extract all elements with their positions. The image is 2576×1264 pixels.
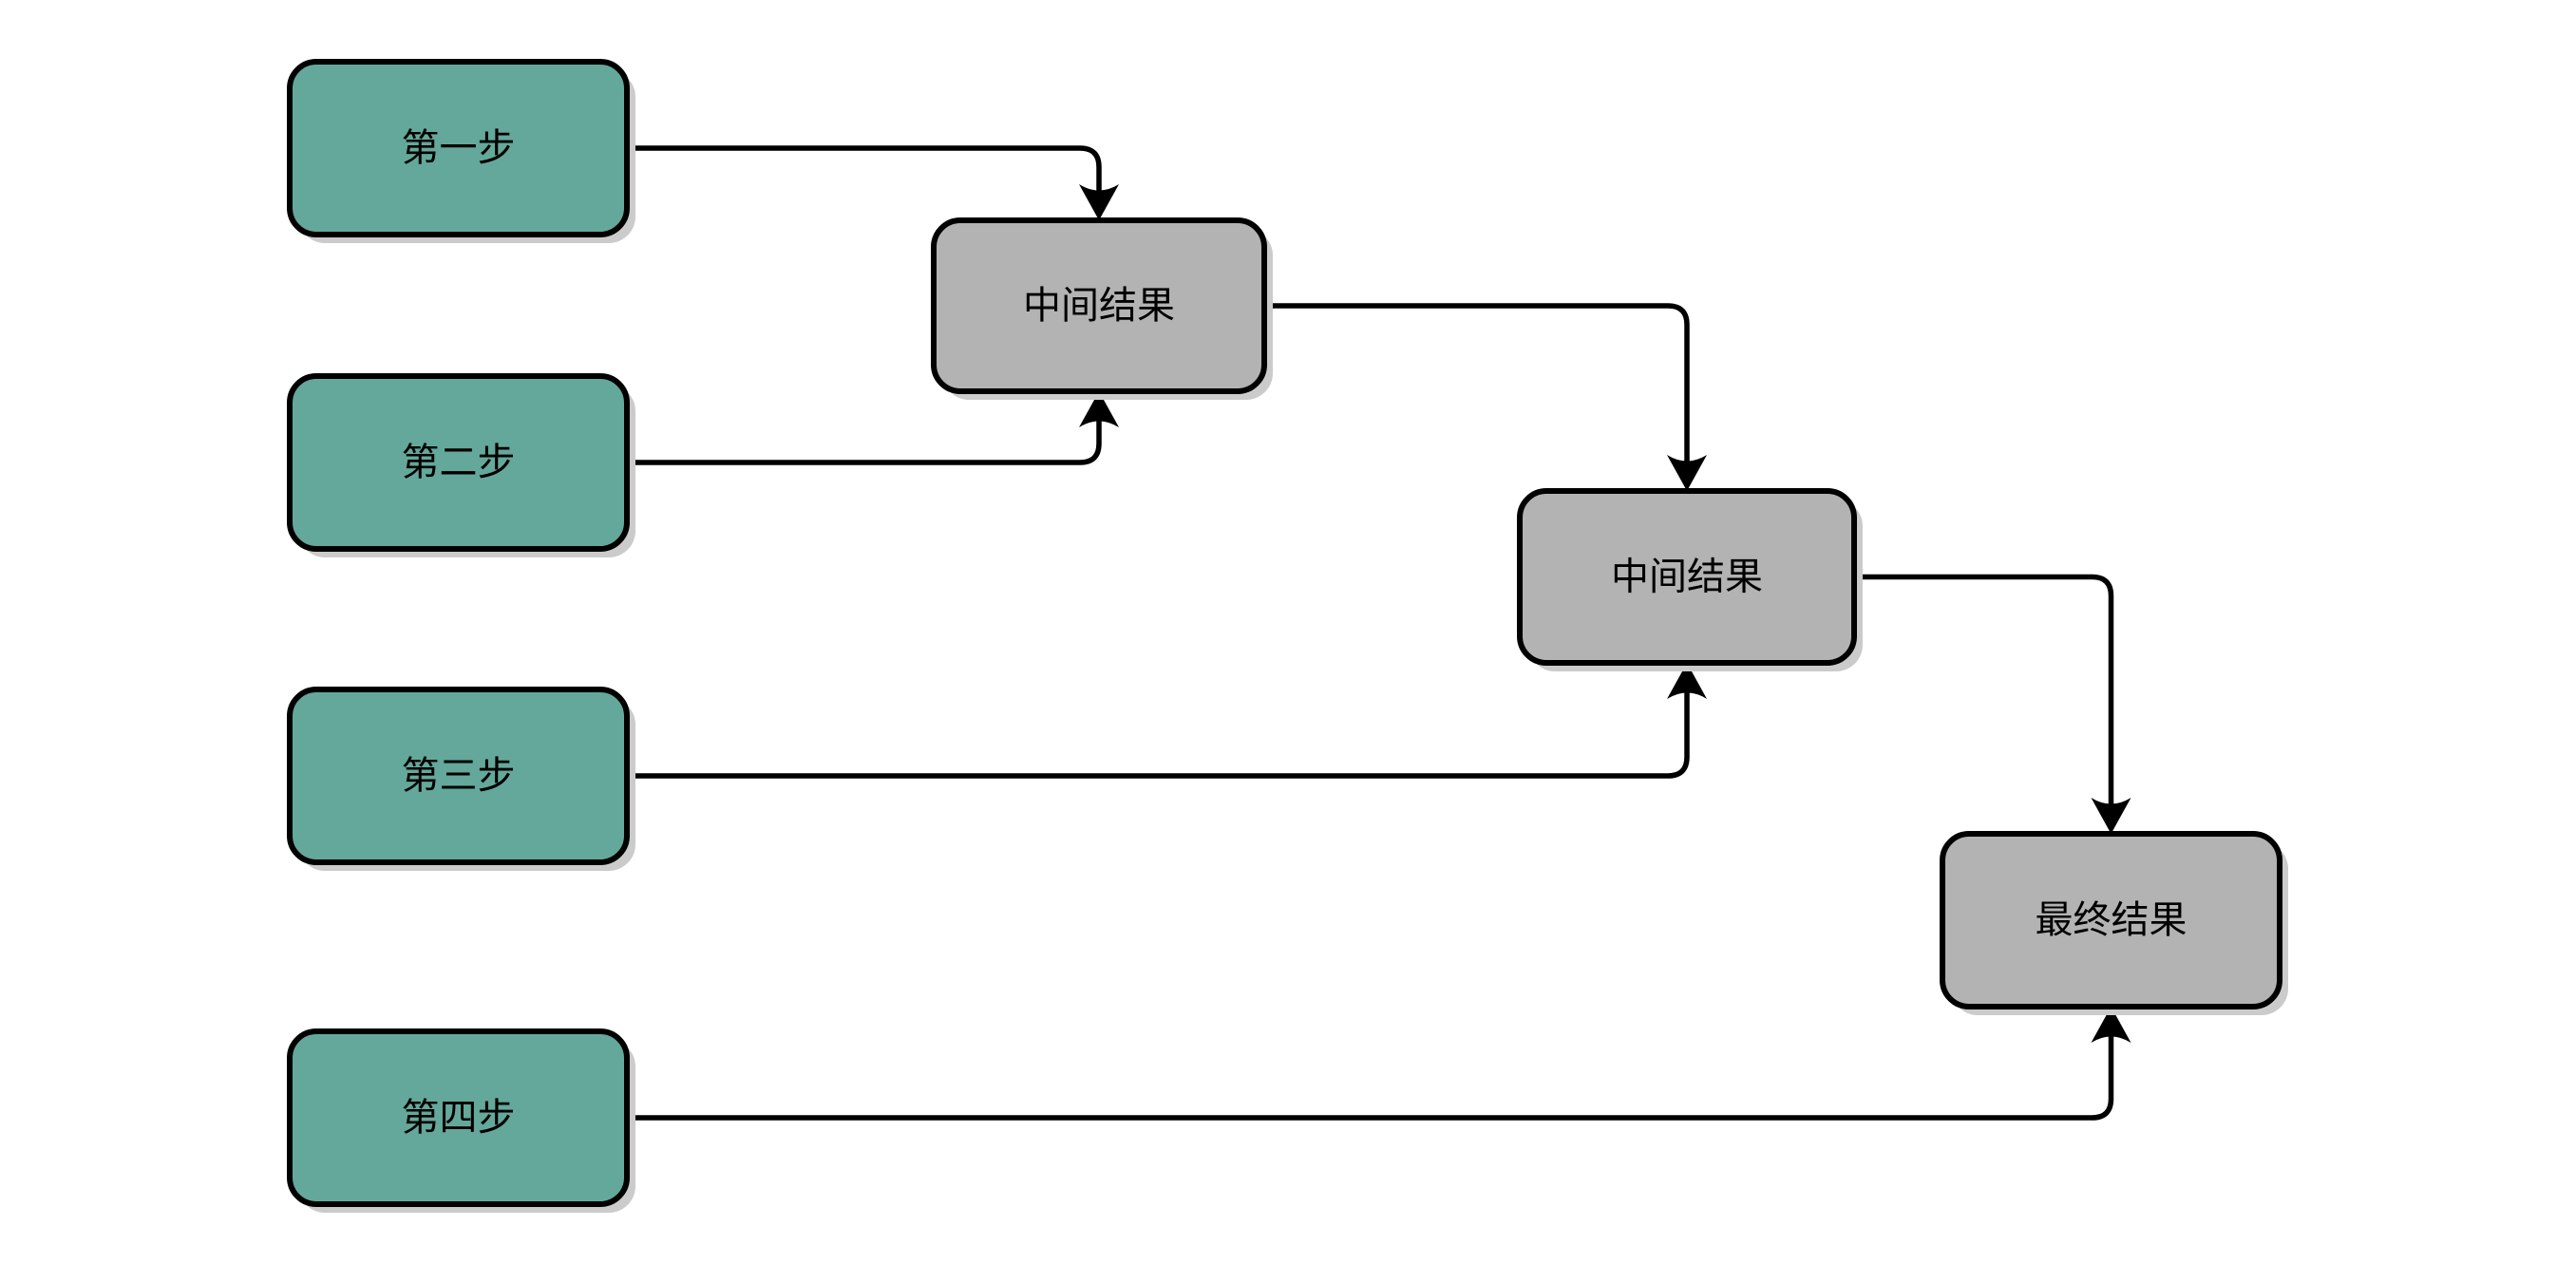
edge-step2-mid1 [627, 391, 1119, 465]
node-box [1940, 831, 2282, 1009]
edge-step4-final [627, 1007, 2131, 1121]
edge-arrowhead [2091, 1007, 2131, 1043]
node-box [931, 217, 1267, 394]
edge-mid2-final [1854, 574, 2131, 834]
edges-layer [627, 145, 2131, 1121]
edge-line [1854, 574, 2114, 805]
node-label: 第二步 [402, 442, 516, 483]
node-box [287, 1028, 630, 1207]
edge-line [627, 145, 1102, 192]
edge-step1-mid1 [627, 145, 1119, 220]
edge-line [1264, 303, 1690, 462]
edge-line [627, 691, 1690, 779]
node-label: 第一步 [402, 127, 516, 169]
edge-step3-mid2 [627, 663, 1707, 779]
node-box [287, 59, 630, 237]
node-mid2: 中间结果 [1517, 488, 1863, 671]
node-label: 最终结果 [2036, 899, 2188, 941]
node-step1: 第一步 [287, 59, 635, 243]
node-final: 最终结果 [1940, 831, 2288, 1015]
edge-mid1-mid2 [1264, 303, 1707, 491]
node-step4: 第四步 [287, 1028, 635, 1213]
node-box [287, 687, 630, 865]
node-label: 第四步 [402, 1097, 516, 1139]
edge-arrowhead [1667, 455, 1707, 491]
edge-arrowhead [1079, 184, 1119, 220]
node-step2: 第二步 [287, 373, 635, 557]
node-box [1517, 488, 1857, 666]
node-label: 中间结果 [1023, 285, 1175, 327]
node-label: 中间结果 [1611, 557, 1763, 598]
node-step3: 第三步 [287, 687, 635, 871]
edge-line [627, 1035, 2114, 1121]
edge-line [627, 420, 1102, 465]
edge-arrowhead [1079, 391, 1119, 427]
node-label: 第三步 [402, 755, 516, 797]
node-mid1: 中间结果 [931, 217, 1273, 400]
edge-arrowhead [2091, 798, 2131, 834]
node-box [287, 373, 630, 552]
edge-arrowhead [1667, 663, 1707, 699]
